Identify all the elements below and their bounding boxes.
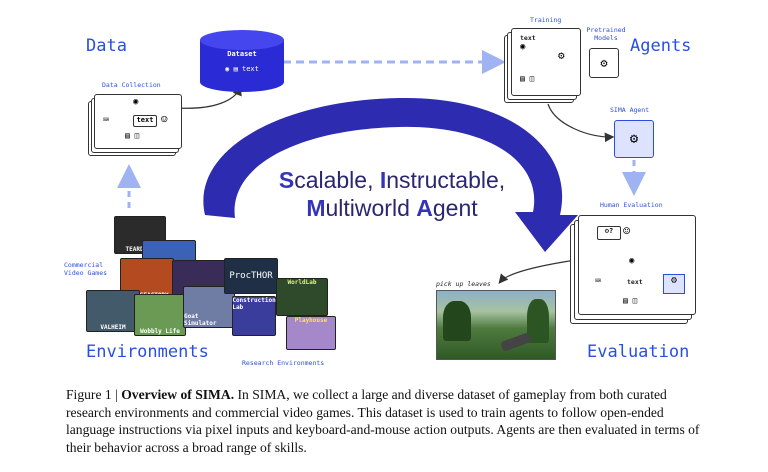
- tree-shape: [527, 299, 549, 343]
- data-collection-label: Data Collection: [102, 81, 161, 89]
- eval-text: text: [627, 278, 643, 286]
- sima-agent-robot-icon: ⚙: [614, 120, 654, 158]
- caption-body: In SIMA, we collect a large and diverse …: [66, 387, 700, 455]
- title-calable: calable,: [294, 167, 380, 193]
- cycle-arrow: [203, 97, 578, 252]
- research-tile-procthor: ProcTHOR: [224, 258, 278, 294]
- title-m: M: [306, 195, 326, 221]
- commercial-games-label: Commercial Video Games: [64, 261, 108, 277]
- caption-prefix: Figure 1 |: [66, 387, 122, 402]
- dataset-label: Dataset: [227, 50, 257, 58]
- training-text: text: [520, 34, 536, 42]
- instruction-label: pick up leaves: [436, 280, 491, 288]
- training-label: Training: [530, 16, 562, 24]
- environments-heading: Environments: [86, 342, 209, 362]
- keyboard-mouse-icon: ▤ ◫: [623, 296, 638, 305]
- research-tile-playhouse: Playhouse: [286, 316, 336, 350]
- tree-shape: [443, 301, 471, 341]
- dataset-text: text: [242, 65, 259, 73]
- pretrained-models-icon: ⚙: [589, 48, 619, 78]
- gamepad-icon: ⌨: [595, 276, 602, 287]
- title-a: A: [416, 195, 433, 221]
- research-tile-worldlab: WorldLab: [276, 278, 328, 316]
- research-tile-construction: Construction Lab: [232, 296, 276, 336]
- agents-heading: Agents: [630, 36, 692, 56]
- data-heading: Data: [86, 36, 127, 56]
- pretrained-models-label: Pretrained Models: [586, 26, 626, 42]
- game-tile-wobblylife: Wobbly Life: [134, 294, 186, 336]
- game-screenshot: [436, 290, 556, 360]
- evaluation-heading: Evaluation: [587, 342, 690, 362]
- center-title: Scalable, Instructable, Multiworld Agent: [246, 166, 538, 222]
- eye-icon: ◉: [520, 42, 526, 52]
- game-tile-valheim: VALHEIM: [86, 290, 140, 332]
- keyboard-mouse-icon: ▤ ◫: [520, 74, 535, 83]
- research-environments-label: Research Environments: [242, 359, 325, 367]
- title-gent: gent: [432, 195, 478, 221]
- robot-icon: ⚙: [663, 274, 685, 294]
- chat-icon: ⚙?: [597, 226, 621, 240]
- figure-caption: Figure 1 | Overview of SIMA. In SIMA, we…: [66, 386, 706, 456]
- training-to-agent-arrow: [547, 103, 615, 143]
- text-chip: text: [133, 115, 157, 127]
- human-face-icon: ☺: [161, 113, 168, 126]
- title-nstructable: nstructable,: [386, 167, 506, 193]
- dataset-content: ◉ ▤ text: [205, 65, 279, 73]
- title-i: I: [379, 167, 387, 193]
- eye-icon: ◉: [133, 97, 139, 107]
- human-evaluation-label: Human Evaluation: [600, 201, 663, 209]
- title-ultiworld: ultiworld: [325, 195, 417, 221]
- eye-icon: ◉: [225, 65, 230, 73]
- sima-agent-label: SIMA Agent: [610, 106, 650, 114]
- dataset-cylinder: [200, 30, 284, 92]
- caption-bold: Overview of SIMA.: [121, 387, 235, 402]
- keyboard-mouse-icon: ▤ ◫: [125, 131, 140, 140]
- human-face-icon: ☺: [623, 224, 631, 238]
- held-tool: [500, 332, 532, 352]
- eval-card: ⚙? ☺ ◉ ⌨ text ⚙ ▤ ◫: [578, 215, 696, 315]
- keyboard-icon: ▤: [233, 65, 238, 73]
- training-card: text ◉ ⚙ ▤ ◫: [511, 28, 581, 96]
- data-collection-card: ◉ ⌨ text ☺ ▤ ◫: [94, 94, 182, 149]
- eye-icon: ◉: [629, 256, 635, 266]
- title-s: S: [278, 167, 295, 193]
- gamepad-icon: ⌨: [103, 115, 110, 126]
- robot-icon: ⚙: [558, 49, 565, 62]
